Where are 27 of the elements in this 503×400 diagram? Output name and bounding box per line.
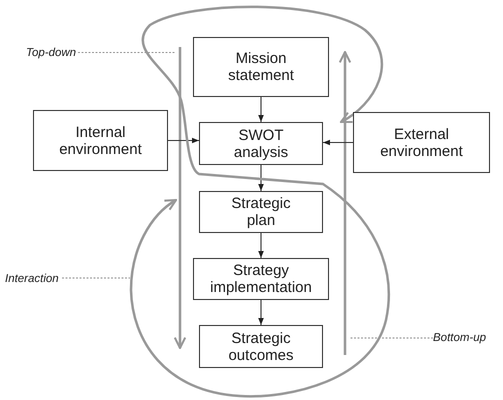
- arrow: [168, 138, 200, 144]
- arrow: [322, 140, 354, 146]
- annotation-label: Top-down: [26, 45, 78, 60]
- interaction-loop-arrow: [130, 6, 390, 398]
- process-box: [353, 112, 490, 173]
- process-box: [33, 110, 168, 171]
- box-label: Mission statement: [227, 50, 295, 84]
- arrow: [258, 300, 264, 326]
- arrow: [258, 232, 264, 258]
- leader-line: [78, 52, 176, 53]
- up-arrow: [338, 50, 352, 355]
- box-label: Strategic plan: [230, 195, 292, 229]
- process-box: [193, 37, 329, 97]
- process-box: [193, 258, 329, 300]
- box-label: External environment: [379, 126, 464, 160]
- process-box: [199, 325, 323, 368]
- process-box: [199, 191, 323, 233]
- annotation-label: Interaction: [5, 271, 62, 286]
- box-label: SWOT analysis: [232, 126, 290, 160]
- box-label: Strategy implementation: [209, 262, 313, 296]
- arrow: [258, 96, 264, 122]
- annotation-label: Bottom-up: [433, 330, 493, 346]
- box-label: Internal environment: [58, 124, 143, 158]
- box-label: Strategic outcomes: [227, 330, 295, 364]
- process-box: [199, 122, 323, 165]
- arrow: [258, 164, 264, 192]
- down-arrow: [174, 47, 186, 350]
